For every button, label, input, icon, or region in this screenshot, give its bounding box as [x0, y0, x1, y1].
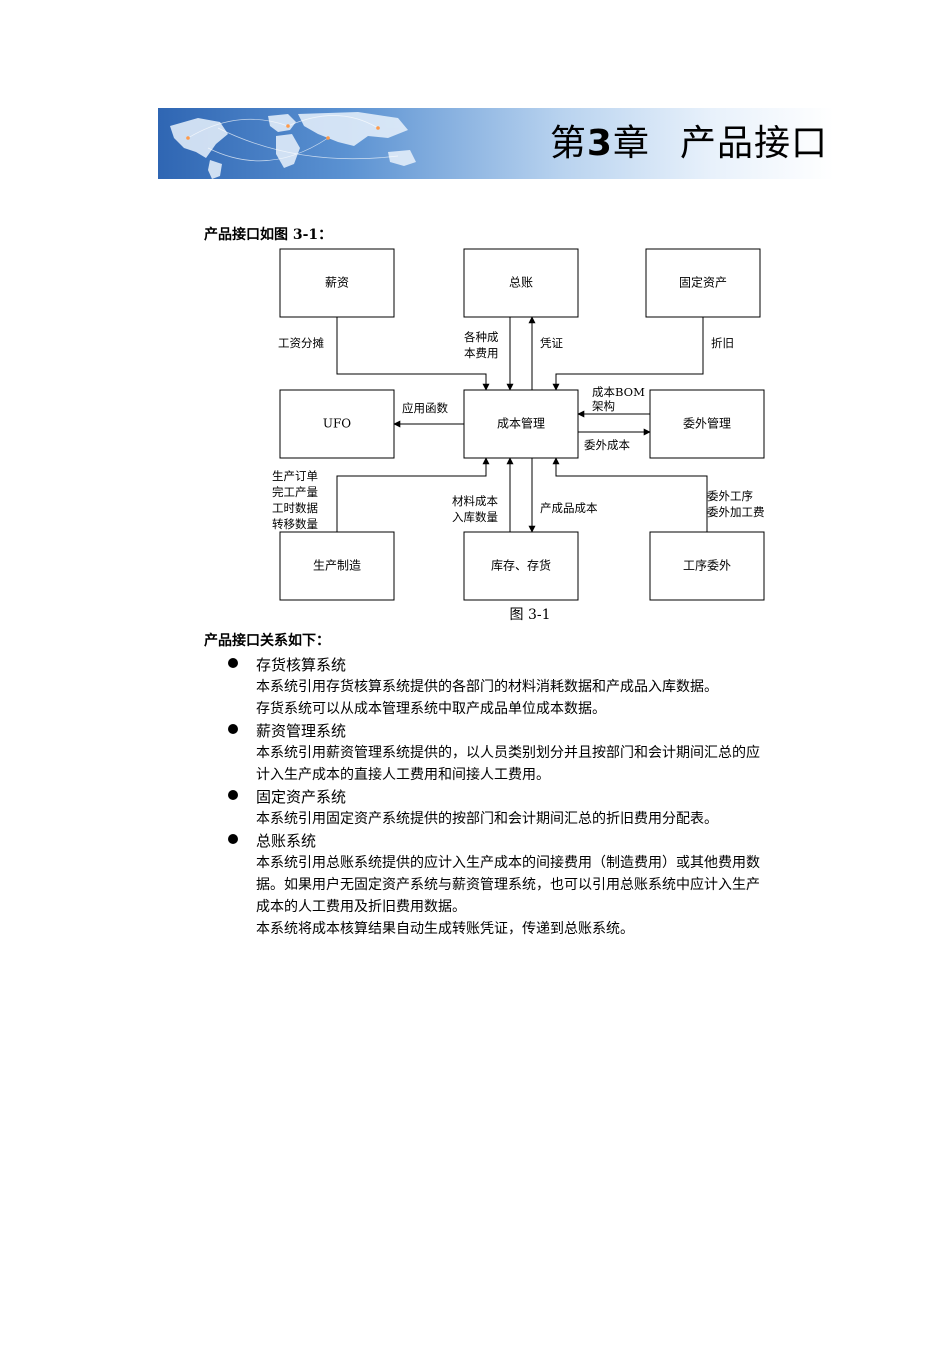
label-outsourcing-cost: 委外成本: [584, 438, 630, 452]
chapter-title: 第3章产品接口: [550, 122, 828, 166]
system-desc-line: 计入生产成本的直接人工费用和间接人工费用。: [256, 767, 550, 783]
label-outsourcing-process-1: 委外工序: [707, 489, 753, 503]
label-product-cost: 产成品成本: [540, 501, 598, 515]
system-desc-line: 本系统引用总账系统提供的应计入生产成本的间接费用（制造费用）或其他费用数: [256, 855, 760, 871]
chapter-name: 产品接口: [679, 123, 828, 164]
arrow-process-to-cost: [552, 457, 708, 532]
label-material-cost-2: 入库数量: [452, 510, 498, 524]
node-cost-mgmt: 成本管理: [497, 416, 545, 431]
label-cost-bom-1: 成本BOM: [592, 385, 645, 399]
system-name: 总账系统: [256, 832, 317, 850]
system-name: 存货核算系统: [256, 656, 347, 674]
node-outsourcing: 委外管理: [683, 416, 731, 431]
label-outsourcing-process-2: 委外加工费: [707, 505, 765, 519]
relations-title: 产品接口关系如下：: [204, 633, 330, 649]
node-fixed-assets-box: [645, 248, 761, 318]
node-ledger: 总账: [509, 276, 533, 290]
product-interface-diagram: 薪资 总账 固定资产 UFO 成本管理 委外管理 生产制造 库存、存货 工序委外…: [272, 248, 765, 601]
node-salary: 薪资: [325, 276, 349, 290]
label-production-data-2: 完工产量: [272, 485, 318, 499]
system-desc-line: 本系统引用薪资管理系统提供的，以人员类别划分并且按部门和会计期间汇总的应: [256, 745, 760, 761]
node-fixed-assets: 固定资产: [679, 275, 727, 290]
node-salary-box: [279, 248, 395, 318]
system-list: 存货核算系统 本系统引用存货核算系统提供的各部门的材料消耗数据和产成品入库数据。…: [228, 654, 838, 940]
label-various-costs-1: 各种成: [464, 330, 499, 344]
arrow-production-to-cost: [336, 457, 490, 532]
chapter-prefix: 第: [549, 123, 587, 164]
list-item: 固定资产系统 本系统引用固定资产系统提供的按部门和会计期间汇总的折旧费用分配表。: [228, 786, 838, 830]
arrow-fixed-to-cost: [552, 317, 704, 391]
label-depreciation: 折旧: [711, 336, 734, 350]
node-production-box: [279, 531, 395, 601]
system-name: 薪资管理系统: [256, 722, 347, 740]
system-desc-line: 本系统将成本核算结果自动生成转账凭证，传递到总账系统。: [256, 921, 634, 937]
system-desc-line: 据。如果用户无固定资产系统与薪资管理系统，也可以引用总账系统中应计入生产: [256, 877, 760, 893]
node-cost-mgmt-box: [463, 389, 579, 459]
node-ufo-box: [279, 389, 395, 459]
label-salary-allocation: 工资分摊: [278, 336, 324, 350]
list-item: 总账系统 本系统引用总账系统提供的应计入生产成本的间接费用（制造费用）或其他费用…: [228, 830, 838, 940]
list-item: 存货核算系统 本系统引用存货核算系统提供的各部门的材料消耗数据和产成品入库数据。…: [228, 654, 838, 720]
world-map-banner-image: [158, 108, 834, 179]
system-name: 固定资产系统: [256, 788, 347, 806]
node-inventory-box: [463, 531, 579, 601]
label-production-data-4: 转移数量: [272, 517, 318, 531]
label-app-function: 应用函数: [402, 401, 448, 415]
figure-caption: 图 3-1: [509, 607, 551, 623]
node-inventory: 库存、存货: [491, 558, 551, 573]
node-outsourcing-box: [649, 389, 765, 459]
label-various-costs-2: 本费用: [464, 346, 499, 360]
label-production-data-3: 工时数据: [272, 501, 318, 515]
node-ledger-box: [463, 248, 579, 318]
bullet-icon: [228, 724, 238, 734]
node-ufo: UFO: [323, 417, 351, 431]
label-voucher: 凭证: [540, 336, 563, 350]
chapter-banner: 第3章产品接口: [158, 108, 834, 179]
arrow-salary-to-cost: [336, 317, 490, 391]
system-desc-line: 本系统引用存货核算系统提供的各部门的材料消耗数据和产成品入库数据。: [256, 679, 718, 695]
label-cost-bom-2: 架构: [592, 399, 615, 413]
node-process-outsourcing: 工序委外: [683, 558, 731, 573]
system-desc-line: 成本的人工费用及折旧费用数据。: [256, 899, 466, 915]
bullet-icon: [228, 790, 238, 800]
bullet-icon: [228, 658, 238, 668]
node-process-outsourcing-box: [649, 531, 765, 601]
chapter-suffix: 章: [612, 123, 650, 164]
intro-text: 产品接口如图 3-1：: [204, 227, 333, 243]
label-material-cost-1: 材料成本: [452, 494, 498, 508]
system-desc-line: 本系统引用固定资产系统提供的按部门和会计期间汇总的折旧费用分配表。: [256, 811, 718, 827]
list-item: 薪资管理系统 本系统引用薪资管理系统提供的，以人员类别划分并且按部门和会计期间汇…: [228, 720, 838, 786]
bullet-icon: [228, 834, 238, 844]
system-desc-line: 存货系统可以从成本管理系统中取产成品单位成本数据。: [256, 701, 606, 717]
label-production-data-1: 生产订单: [272, 469, 318, 483]
chapter-number: 3: [586, 123, 613, 164]
node-production: 生产制造: [313, 559, 361, 573]
